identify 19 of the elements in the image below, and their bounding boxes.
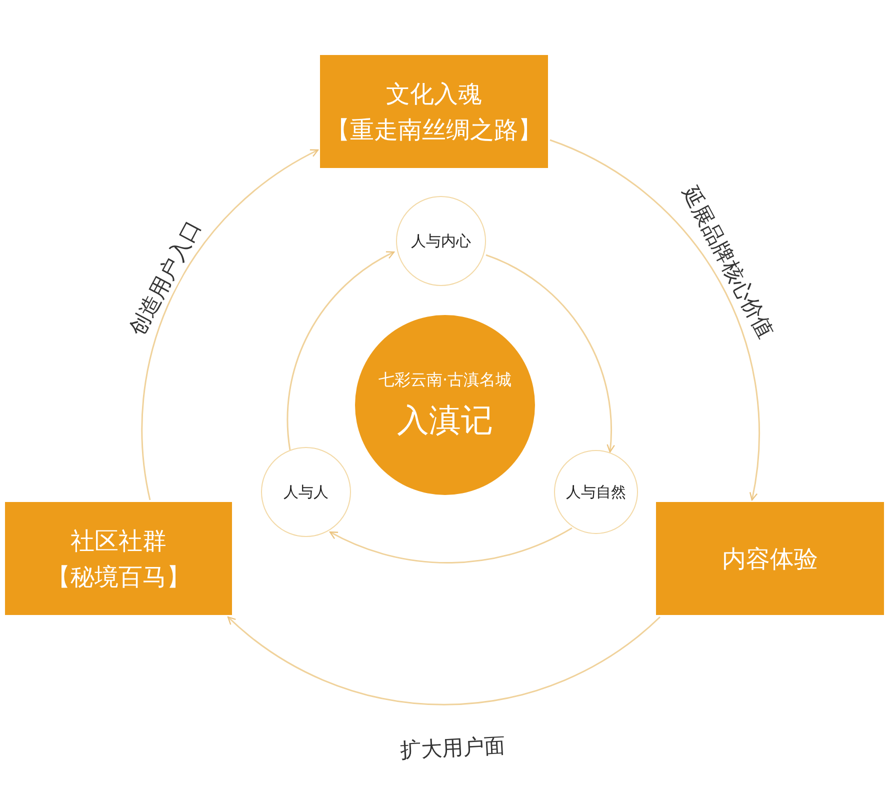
node-label: 人与人 — [284, 482, 328, 502]
node-label: 人与内心 — [411, 232, 471, 250]
arrow — [329, 527, 572, 564]
node-label: 社区社群 — [70, 526, 166, 556]
process-box — [656, 502, 884, 615]
node-label: 文化入魂 — [386, 78, 482, 110]
arrow — [550, 139, 760, 501]
process-box — [320, 55, 548, 168]
arrow — [227, 616, 660, 706]
node-label: 人与自然 — [566, 482, 626, 502]
node-label: 内容体验 — [722, 544, 818, 574]
node-label: 【重走南丝绸之路】 — [326, 114, 542, 146]
title: 入滇记 — [397, 400, 493, 441]
arrow — [141, 149, 319, 500]
subtitle: 七彩云南·古滇名城 — [378, 369, 512, 391]
arrow — [486, 254, 615, 453]
node-label: 【秘境百马】 — [46, 562, 190, 592]
arrow — [286, 251, 395, 450]
process-box — [5, 502, 232, 615]
